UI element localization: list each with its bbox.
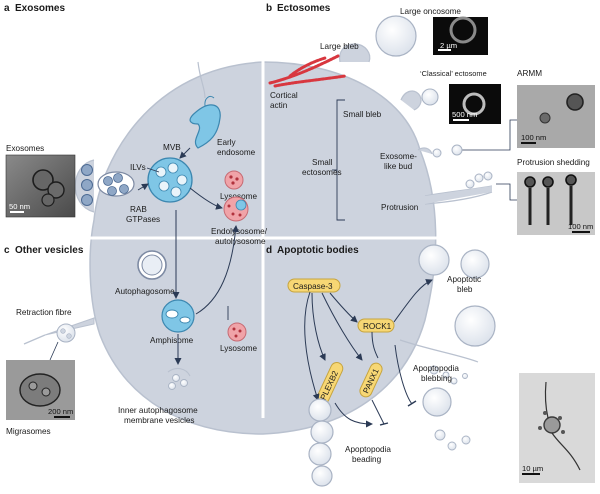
cortical-actin: [268, 54, 347, 88]
rab-label-2: GTPases: [126, 215, 160, 224]
apoptotic-bleb-label-1: Apoptotic: [447, 275, 481, 284]
cell-body: [80, 50, 440, 435]
panel-a: MVB ILVs RAB GTPases Early endosome Lyso…: [5, 61, 268, 246]
migrasomes-scale-bar: 200 nm: [48, 407, 73, 416]
large-oncosome-label: Large oncosome: [400, 7, 461, 16]
panel-a-letter: a: [4, 3, 10, 14]
rab-label-1: RAB: [130, 205, 147, 214]
small-bleb-label: Small bleb: [343, 110, 382, 119]
cortical-actin-label-2: actin: [270, 101, 288, 110]
large-oncosome-inset: 2 µm: [433, 16, 488, 55]
inner-vesicles-label-2: membrane vesicles: [124, 416, 195, 425]
apoptopodia-blebbing-label-1: Apoptopodia: [413, 364, 459, 373]
protrusion-shedding-scale-bar: 100 nm: [568, 222, 593, 231]
mvb-label: MVB: [163, 143, 181, 152]
small-ectosomes-label-1: Small: [312, 158, 333, 167]
amphisome: [161, 299, 195, 333]
migrasomes-inset: 200 nm: [6, 360, 75, 420]
migrasomes-label: Migrasomes: [6, 427, 51, 436]
autophagosome-label: Autophagosome: [115, 287, 175, 296]
classical-ectosome-vesicle: [421, 88, 439, 106]
caspase3-node: [287, 278, 341, 293]
endolysosome-label-2: autolysosome: [215, 237, 266, 246]
endolysosome-label-1: Endolysosome/: [211, 227, 268, 236]
rock1-label: ROCK1: [363, 322, 392, 331]
lysosome-c: [227, 322, 247, 342]
exosomes-inset-label: Exosomes: [6, 144, 44, 153]
apoptopodia-beading-label-2: beading: [352, 455, 382, 464]
armm-inset: 100 nm: [517, 85, 595, 148]
retraction-fibre-label: Retraction fibre: [16, 308, 72, 317]
large-oncosome-vesicle: [375, 15, 417, 57]
panel-c-letter: c: [4, 245, 10, 256]
armm-scale-bar: 100 nm: [521, 133, 546, 142]
panel-a-title: Exosomes: [15, 3, 65, 14]
panel-d: Caspase-3 ROCK1 PLEXB2 PANX1 Apoptotic: [287, 244, 595, 487]
apoptopodia-beading-label-1: Apoptopodia: [345, 445, 391, 454]
lysosome-a: [224, 170, 244, 190]
protrusion-shedding-label: Protrusion shedding: [517, 158, 590, 167]
armm-vesicle: [451, 144, 463, 156]
caspase3-label: Caspase-3: [293, 282, 333, 291]
protrusion-label: Protrusion: [381, 203, 419, 212]
panel-d-letter: d: [266, 245, 272, 256]
cortical-actin-label-1: Cortical: [270, 91, 298, 100]
classical-ectosome-scale-bar: 500 nm: [452, 110, 477, 119]
lysosome-c-label: Lysosome: [220, 344, 257, 353]
amphisome-label: Amphisome: [150, 336, 194, 345]
apoptotic-bleb-vesicle: [418, 244, 450, 276]
exosomes-scale-bar: 50 nm: [9, 202, 30, 211]
protrusion-shedding-inset: 100 nm: [517, 172, 595, 235]
apoptotic-scale-bar: 10 µm: [522, 464, 543, 473]
classical-ectosome-inset: 500 nm: [449, 84, 501, 124]
apoptopodia-blebbing-label-2: blebbing: [421, 374, 452, 383]
panx1-node: [359, 362, 383, 398]
exosomes-em-inset: 50 nm: [5, 154, 76, 218]
ilvs-label: ILVs: [130, 163, 146, 172]
inner-vesicles-label-1: Inner autophagosome: [118, 406, 198, 415]
migrasome: [56, 323, 76, 343]
lysosome-a-label: Lysosome: [220, 192, 257, 201]
early-endosome-label-1: Early: [217, 138, 237, 147]
rock1-node: [357, 318, 395, 333]
early-endosome-label-2: endosome: [217, 148, 256, 157]
panel-b: Large bleb Large oncosome 2 µm Cortical …: [268, 7, 595, 235]
apoptotic-bleb-label-2: bleb: [457, 285, 473, 294]
early-endosome: [189, 104, 221, 149]
exosome-like-bud-vesicle: [432, 148, 442, 158]
panel-d-title: Apoptotic bodies: [277, 245, 359, 256]
panel-b-title: Ectosomes: [277, 3, 331, 14]
panel-c-title: Other vesicles: [15, 245, 84, 256]
large-oncosome-scale-bar: 2 µm: [440, 41, 457, 50]
released-exosomes: [81, 164, 93, 206]
apoptotic-inset: 10 µm: [519, 373, 595, 483]
panel-b-letter: b: [266, 3, 272, 14]
armm-label: ARMM: [517, 69, 542, 78]
large-bleb-label: Large bleb: [320, 42, 359, 51]
panel-c: Autophagosome Amphisome Lysosome Inner a…: [6, 210, 257, 436]
classical-ectosome-label: ‘Classical’ ectosome: [420, 69, 487, 78]
exosome-like-bud-label-1: Exosome-: [380, 152, 417, 161]
exosome-like-bud-label-2: like bud: [384, 162, 413, 171]
small-ectosomes-label-2: ectosomes: [302, 168, 342, 177]
